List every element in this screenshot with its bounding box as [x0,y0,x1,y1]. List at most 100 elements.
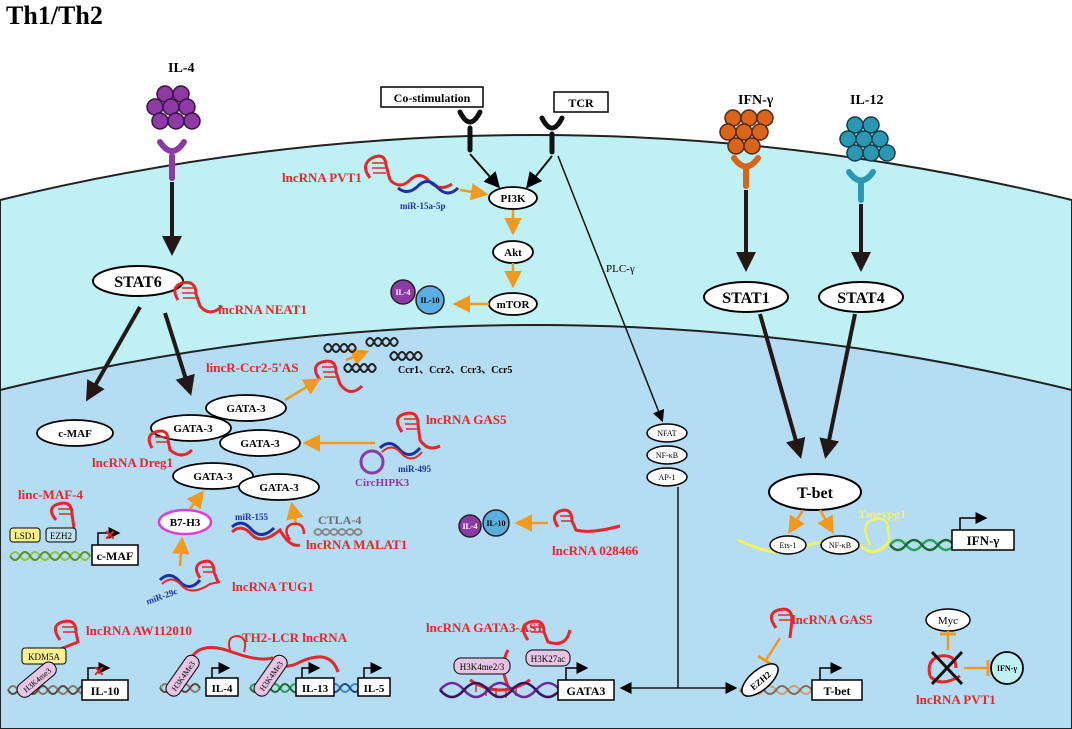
il4-ligand [146,85,201,130]
mir495-strand [378,442,422,456]
neat1-hairpin [173,281,224,314]
il10-cytokine [415,285,445,315]
malat1-label: lncRNA MALAT1 [306,537,407,552]
malat1-hairpin [285,522,306,541]
nodes-b7h3-text: B7-H3 [170,517,201,529]
h3k4me3-mark-3 [253,654,288,697]
gas5-label: lncRNA GAS5 [426,412,507,427]
nodes-lsd1-text: LSD1 [14,531,36,541]
pvt1b-blocked [927,650,964,686]
lincmaf4-label: linc-MAF-4 [18,487,83,502]
nodes-stat6-text: STAT6 [114,274,161,291]
th2lcr-label: TH2-LCR lncRNA [242,630,348,645]
stat1-node [703,281,789,313]
gas5-hairpin [396,411,441,450]
mir29c-strand [158,574,202,588]
ccr-dna [323,337,423,373]
ifng-ligand [719,109,774,155]
h3k4me3-mark-1 [16,661,57,698]
gata3-dna [439,681,561,699]
dreg1-label: lncRNA Dreg1 [92,455,173,470]
nodes-ap1-text: AP-1 [659,473,676,482]
lincr-hairpin [314,359,364,393]
nodes-gata3-text: GATA-3 [193,471,233,483]
ezh2-box-1 [45,527,77,543]
gas5b-hairpin [770,607,794,639]
pvt1-hairpin [364,154,392,181]
tcr-box [553,91,609,113]
plcg-label: PLC-γ [606,263,635,275]
lincr-label: lincR-Ccr2-5'AS [206,360,298,375]
il4-gene [205,677,239,697]
pvt1-label: lncRNA PVT1 [282,170,362,185]
nodes-il4b-text: IL-4 [395,288,410,297]
stat4-node [818,281,904,313]
page-title: Th1/Th2 [6,1,103,30]
svg-text:✕: ✕ [104,529,116,544]
cmaf-gene [91,544,139,566]
gata3-node-4 [172,462,254,490]
tug1-label: lncRNA TUG1 [232,579,314,594]
il13-gene [295,677,335,697]
mir15a-strand [397,180,460,195]
nodes-mtor-text: mTOR [497,299,531,311]
cmaf-node [36,419,114,447]
mir15a-label: miR-15a-5p [400,201,446,211]
dreg1-hairpin [147,429,194,457]
tbet-node [768,473,862,511]
nodes-ezh2-text: EZH2 [50,531,72,541]
nodes-il4b-text: IL-4 [462,522,477,531]
nfkb-tbet-node [820,535,860,555]
svg-text:✕: ✕ [93,665,105,680]
pvt1-strand [388,174,453,189]
ezh2-node [741,663,779,697]
lnc028466-label: lncRNA 028466 [552,543,639,558]
lnc028466-hairpin [553,508,621,533]
nodes-stat4-text: STAT4 [837,290,884,307]
genes-tbet-text: T-bet [824,684,851,698]
tbet-gene [811,679,863,701]
tmevpg1-hairpin [864,517,892,546]
marks-h3k4me23-text: H3K4me2/3 [460,662,505,672]
nodes-ets1-text: Ets-1 [780,541,797,550]
h3k4me23-mark [453,657,511,675]
nodes-cmaf-text: c-MAF [58,428,92,440]
il4-label: IL-4 [168,61,194,76]
mir155-strand [230,521,276,536]
gata3as1-label: lncRNA GATA3-AS1 [426,620,543,635]
nodes-il10b-text: IL-10 [420,296,439,305]
nfkb-node [646,445,688,465]
nodes-gata3-text: GATA-3 [240,438,280,450]
gata3-node-1 [150,414,232,442]
nodes-gata3-text: GATA-3 [226,403,266,415]
nodes-akt-text: Akt [504,247,522,259]
tmevpg1-label: Tmevpg1 [858,507,906,521]
tcr-label: TCR [568,96,594,110]
nodes-nfat-text: NFAT [657,429,677,438]
genes-il4-text: IL-4 [212,683,233,695]
ctla4-label: CTLA-4 [318,513,361,527]
b7h3-node [157,508,213,536]
costim-receptor [457,109,483,153]
nodes-il10b-text: IL-10 [486,519,505,528]
il12-receptor [846,169,876,203]
aw112010-label: lncRNA AW112010 [86,623,192,638]
il4-cytokine [390,279,416,305]
ifng-receptor [731,155,761,189]
nodes-tbet-text: T-bet [797,485,834,502]
marks-h3k27ac-text: H3K27ac [531,654,566,664]
il10-cytokine-2 [482,509,510,537]
genes-cmaf-text: c-MAF [97,549,134,563]
nodes-pi3k-text: PI3K [500,193,526,205]
lsd1-box [9,527,41,543]
ccr-genes-label: Ccr1、Ccr2、Ccr3、Ccr5 [398,365,512,376]
h3k4me3-mark-2 [165,654,200,697]
genes-ifng-text: IFN-γ [997,664,1017,673]
gata3-node-5 [238,473,320,501]
genes-il13-text: IL-13 [302,683,329,695]
ap1-node [646,467,688,487]
circhipk3 [359,449,385,475]
il4-cytokine-2 [458,514,482,538]
nodes-nfkb-text: NF-κB [829,541,851,550]
